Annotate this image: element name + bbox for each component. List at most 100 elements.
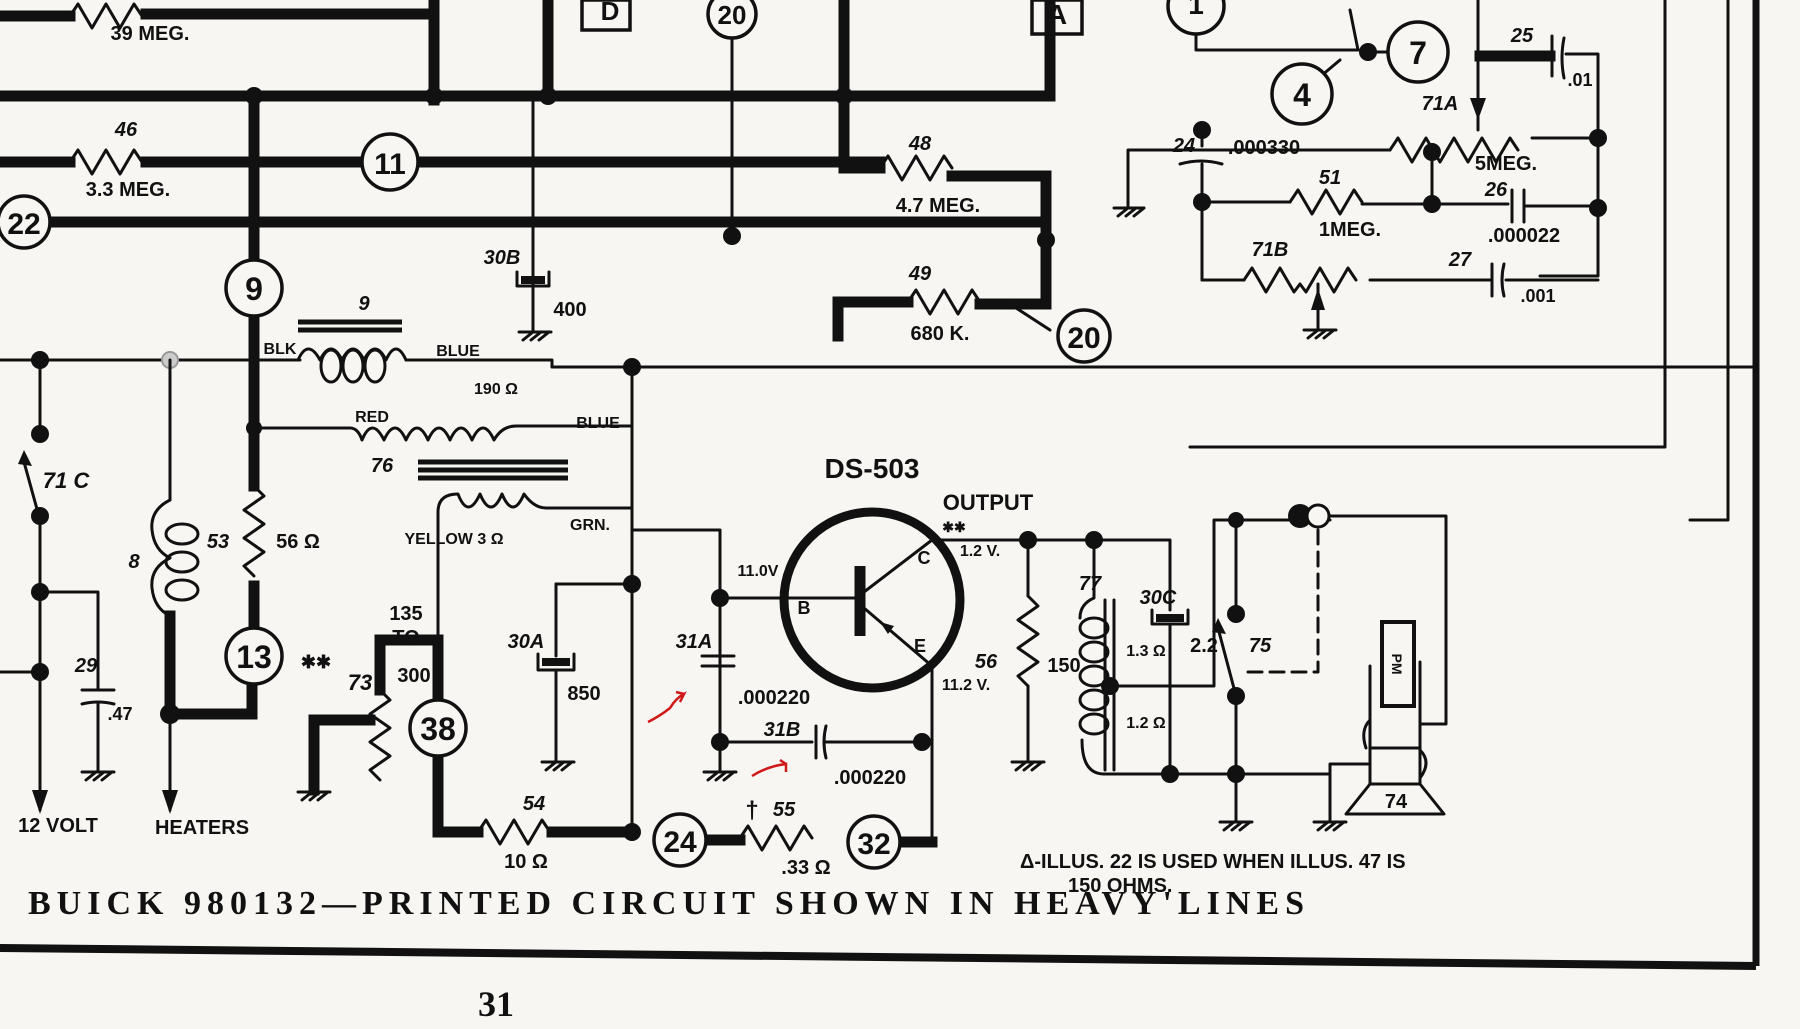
switch-75 <box>1212 503 1448 832</box>
c31a-value: .000220 <box>738 687 810 709</box>
terminal-1 <box>1166 0 1226 36</box>
terminal-label: 20 <box>718 0 747 30</box>
frame-inner-right <box>1188 0 1667 449</box>
inductor-8 <box>150 498 172 618</box>
capacitor-30b <box>515 270 553 342</box>
resistor-56 <box>1010 538 1046 772</box>
c25-value: .01 <box>1567 70 1592 90</box>
ground-icon <box>540 760 576 772</box>
resistor-53 <box>242 484 266 578</box>
l8-ref: 8 <box>128 551 140 573</box>
switch-75-label: 75 <box>1249 635 1272 657</box>
c26-ref: 26 <box>1484 179 1508 201</box>
r53-value: 56 Ω <box>276 531 320 553</box>
left-section <box>0 256 352 814</box>
c24-value: .000330 <box>1228 137 1300 159</box>
terminal-label: 22 <box>7 208 40 241</box>
r73-line3: 300 <box>397 665 430 687</box>
t76-secondary: YELLOW 3 Ω <box>404 531 503 548</box>
resistor-71b <box>1242 266 1358 294</box>
frame <box>0 0 1760 970</box>
base-voltage: 11.0V <box>738 563 779 580</box>
ground-icon <box>1112 206 1146 218</box>
c30b-value: 400 <box>553 299 586 321</box>
resistor-48 <box>878 154 954 182</box>
terminal-13 <box>224 626 284 686</box>
collector-label: C <box>918 548 931 568</box>
transistor-type: DS-503 <box>825 453 920 484</box>
r55-value: .33 Ω <box>781 857 830 879</box>
t76-primary: 190 Ω <box>474 381 518 398</box>
terminal-label: 13 <box>236 639 272 675</box>
emitter-voltage: 11.2 V. <box>942 677 990 694</box>
r48-ref: 48 <box>908 133 932 155</box>
c29-value: .47 <box>107 704 132 724</box>
base-label: B <box>798 598 811 618</box>
box-d <box>580 0 632 32</box>
resistor-39meg <box>68 2 144 30</box>
terminal-label: 11 <box>374 148 406 181</box>
resistor-46 <box>68 148 144 176</box>
r49-value: 680 K. <box>911 323 970 345</box>
r56-value: 150 <box>1047 655 1080 677</box>
c30a-ref: 30A <box>508 631 545 653</box>
ground-icon <box>80 770 116 782</box>
r39meg-value: 39 MEG. <box>111 23 190 45</box>
terminal-label: 1 <box>1188 0 1204 20</box>
frame-mid-right <box>1688 0 1730 522</box>
transistor-ds503 <box>630 507 1102 852</box>
transformer-77 <box>1078 518 1332 783</box>
l9-ref: 9 <box>358 293 370 315</box>
t77-lower: 1.2 Ω <box>1126 715 1166 732</box>
r73-mark: ✱✱ <box>301 652 331 672</box>
terminal-label: 32 <box>857 828 890 861</box>
pot-73 <box>296 634 638 846</box>
terminal-32 <box>846 814 902 870</box>
r51-ref: 51 <box>1319 167 1341 189</box>
r53-ref: 53 <box>207 531 229 553</box>
terminal-38 <box>408 698 468 758</box>
c26-value: .000022 <box>1488 225 1560 247</box>
r71a-value: 5MEG. <box>1475 153 1537 175</box>
r73-line2: TO <box>392 627 419 649</box>
terminal-9 <box>224 258 284 318</box>
page-number: 31 <box>478 984 514 1024</box>
c30c-ref: 30C <box>1140 587 1177 609</box>
r56-ref: 56 <box>975 651 998 673</box>
r55-ref: 55 <box>773 799 796 821</box>
terminal-label: 38 <box>420 711 456 747</box>
output-label: OUTPUT <box>943 490 1034 515</box>
r73-line1: 135 <box>389 603 422 625</box>
c25-ref: 25 <box>1510 25 1534 47</box>
terminal-20-mid <box>1056 308 1112 364</box>
r46-value: 3.3 MEG. <box>86 179 170 201</box>
l9-right: BLUE <box>436 343 480 360</box>
c27-value: .001 <box>1520 286 1555 306</box>
speaker-magnet-label: PM <box>1389 654 1405 675</box>
r49-ref: 49 <box>908 263 932 285</box>
frame-bottom <box>0 944 1757 970</box>
resistor-49 <box>906 288 982 316</box>
emitter-label: E <box>914 636 926 656</box>
t76-blue: BLUE <box>576 415 620 432</box>
c24-ref: 24 <box>1172 135 1195 157</box>
terminal-label: 24 <box>663 826 697 859</box>
terminal-24 <box>652 812 708 868</box>
terminal-label: 7 <box>1409 35 1427 71</box>
resistor-51 <box>1288 188 1364 216</box>
c31a-ref: 31A <box>676 631 713 653</box>
supply-heaters-label: HEATERS <box>155 817 249 839</box>
r71a-ref: 71A <box>1422 93 1459 115</box>
c29-ref: 29 <box>74 655 98 677</box>
speaker-label: 74 <box>1385 791 1408 813</box>
r55-mark: † <box>745 797 758 824</box>
terminal-label: 9 <box>245 271 263 307</box>
terminal-7 <box>1386 20 1450 84</box>
t76-grn: GRN. <box>570 517 610 534</box>
c31b-value: .000220 <box>834 767 906 789</box>
note-line2: 150 OHMS. <box>1068 875 1172 897</box>
collector-voltage: 1.2 V. <box>960 543 1000 560</box>
terminal-22 <box>0 194 52 250</box>
transistor-circle <box>779 507 965 693</box>
